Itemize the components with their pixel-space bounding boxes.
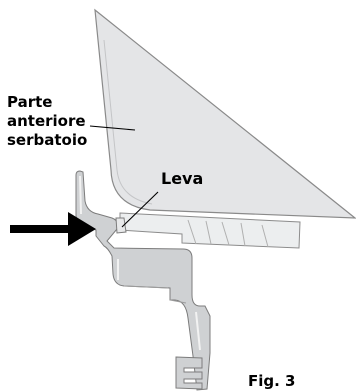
tank-front-inner-edge: [103, 39, 153, 205]
lever-hook-tab: [115, 217, 127, 234]
tank-front-label-line-1: Parte: [7, 93, 53, 111]
figure-caption: Fig. 3: [248, 372, 296, 390]
lever-shadow-edge: [123, 285, 187, 304]
tank-base-slots: [187, 219, 269, 248]
tank-front-panel: [94, 8, 356, 219]
lever-label: Leva: [161, 169, 204, 188]
lever-leader-line: [121, 191, 159, 228]
push-arrow-icon: [10, 212, 96, 246]
tank-front-label-line-3: serbatoio: [7, 131, 88, 149]
tank-front-leader-line: [89, 125, 136, 131]
lever-highlight: [79, 175, 201, 351]
tank-base-strip: [119, 212, 301, 249]
tank-front-label: Parte anteriore serbatoio: [7, 93, 87, 150]
lever-body: [75, 170, 211, 391]
lever-comb-foot: [175, 356, 203, 390]
tank-front-label-line-2: anteriore: [7, 112, 86, 130]
